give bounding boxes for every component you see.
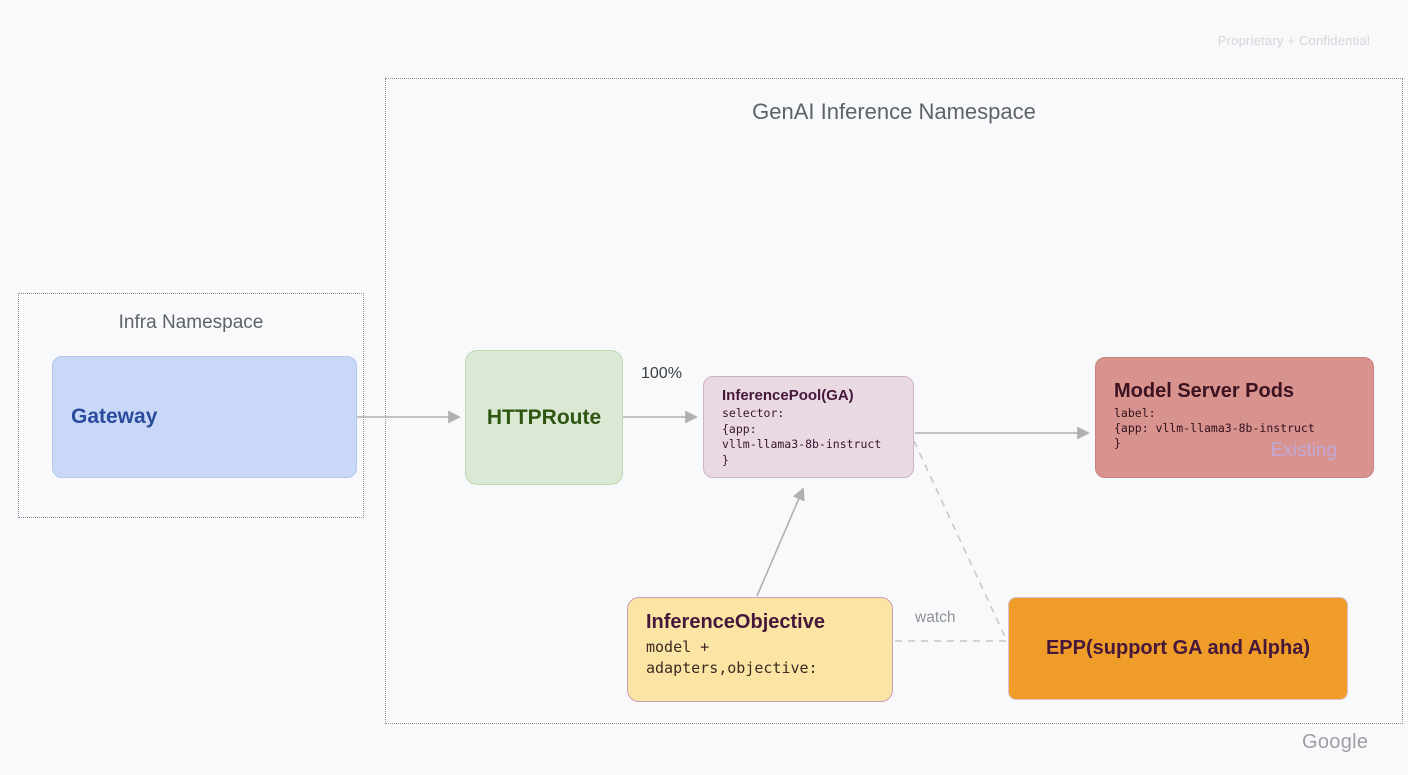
model-server-pods-node: Model Server Pods label: {app: vllm-llam… [1095, 357, 1374, 478]
google-logo: Google [1302, 731, 1369, 753]
model-server-pods-title: Model Server Pods [1114, 380, 1295, 402]
inference-objective-code-line: model + [646, 638, 710, 656]
genai-namespace-title: GenAI Inference Namespace [752, 99, 1036, 124]
epp-label: EPP(support GA and Alpha) [1045, 637, 1311, 659]
watch-label: watch [915, 609, 956, 626]
inference-pool-code-line: } [722, 452, 729, 467]
inference-pool-title: InferencePool(GA) [722, 387, 854, 404]
inference-objective-node: InferenceObjective model + adapters,obje… [627, 597, 893, 702]
httproute-label: HTTPRoute [486, 405, 602, 429]
httproute-node: HTTPRoute [465, 350, 623, 485]
infra-namespace-title: Infra Namespace [118, 312, 264, 333]
infra-namespace-group: Infra Namespace [18, 293, 364, 518]
confidential-notice: Proprietary + Confidential [1217, 33, 1370, 48]
model-server-pods-code-line: label: [1114, 406, 1156, 420]
gateway-label: Gateway [71, 405, 158, 428]
epp-node: EPP(support GA and Alpha) [1008, 597, 1348, 700]
genai-namespace-group: GenAI Inference Namespace [385, 78, 1403, 724]
inference-pool-code-line: vllm-llama3-8b-instruct [722, 437, 882, 451]
inference-pool-code-line: {app: [722, 421, 757, 436]
inference-pool-node: InferencePool(GA) selector: {app: vllm-l… [703, 376, 914, 478]
inference-pool-code-line: selector: [722, 406, 785, 420]
model-server-pods-code-line: {app: vllm-llama3-8b-instruct [1114, 421, 1315, 435]
gateway-node: Gateway [52, 356, 357, 478]
inference-objective-title: InferenceObjective [646, 611, 825, 633]
route-weight-label: 100% [641, 365, 682, 382]
model-server-pods-code-line: } [1114, 436, 1121, 450]
inference-objective-code-line: adapters,objective: [646, 659, 818, 677]
existing-watermark: Existing [1270, 440, 1337, 461]
